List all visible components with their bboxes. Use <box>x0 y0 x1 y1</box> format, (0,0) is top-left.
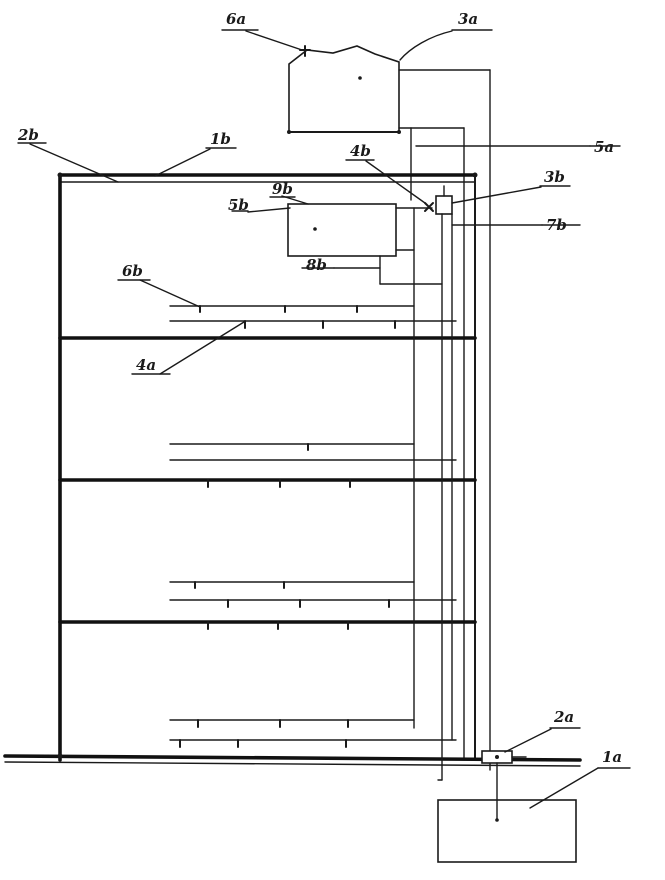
valve-3b <box>424 185 453 215</box>
ground-tank-1a <box>437 762 577 863</box>
label-5b: 5b <box>228 196 249 214</box>
roof-tank-pipes <box>398 69 491 771</box>
label-3a: 3a <box>458 10 478 28</box>
floor-tank-5b <box>287 203 443 285</box>
leader-lines <box>17 29 631 809</box>
label-1b: 1b <box>210 130 231 148</box>
floor-pipes <box>169 305 457 748</box>
label-1a: 1a <box>602 748 622 766</box>
label-3b: 3b <box>544 168 565 186</box>
label-5a: 5a <box>594 138 614 156</box>
reference-labels: 6a 3a 2b 1b 5a 4b 3b 9b 5b 7b 8b 6b 4a 2… <box>17 10 622 766</box>
risers <box>413 207 453 781</box>
roof-tank-3a <box>287 45 401 134</box>
label-9b: 9b <box>272 180 293 198</box>
label-2a: 2a <box>553 708 574 726</box>
label-4b: 4b <box>350 142 371 160</box>
label-2b: 2b <box>17 126 39 144</box>
label-6b: 6b <box>122 262 143 280</box>
label-4a: 4a <box>136 356 156 374</box>
label-6a: 6a <box>226 10 246 28</box>
pump-2a <box>481 750 527 764</box>
label-8b: 8b <box>306 256 327 274</box>
building-frame <box>3 172 582 767</box>
label-7b: 7b <box>546 216 567 234</box>
